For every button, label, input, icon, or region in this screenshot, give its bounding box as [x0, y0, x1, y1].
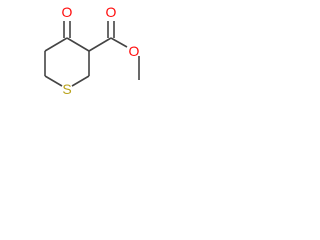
- bond-c2-s1: [71, 75, 90, 87]
- bond-c4-c3: [66, 37, 90, 52]
- ketone-oxygen-label: O: [62, 4, 73, 20]
- bond-c3-cester: [88, 37, 112, 52]
- ring-sulfur-label: S: [62, 81, 71, 97]
- structure-canvas: O O O S: [44, 4, 140, 97]
- bond-cester-o-ester: [110, 37, 128, 48]
- ester-oxygen-label: O: [129, 43, 140, 59]
- bond-c5-c4: [44, 37, 68, 52]
- bond-s1-c6: [44, 75, 63, 87]
- carbonyl-oxygen-label: O: [106, 4, 117, 20]
